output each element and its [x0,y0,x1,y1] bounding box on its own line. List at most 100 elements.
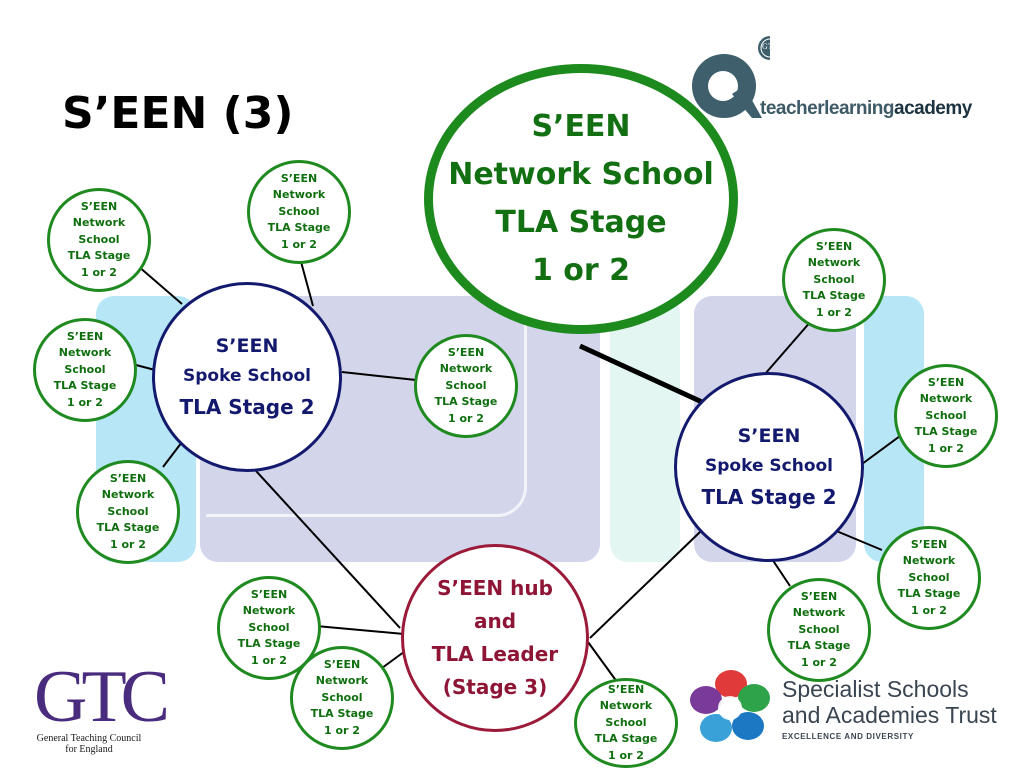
node-line: TLA Stage 2 [701,485,837,509]
node-line: School [908,570,950,584]
node-line: TLA Stage [267,221,331,235]
node-line: S’EEN [215,335,279,357]
node-line: 1 or 2 [110,537,146,551]
spoke-school-left-node: S’EEN Spoke School TLA Stage 2 [152,282,342,472]
node-line: S’EEN [250,587,288,601]
node-line: Network [272,188,326,202]
flower-icon [690,670,770,742]
ssat-logo-tagline: EXCELLENCE AND DIVERSITY [782,732,914,741]
node-line: 1 or 2 [251,653,287,667]
node-line: Spoke School [183,366,311,386]
node-line: TLA Stage [802,289,866,303]
tla-logo-word-1: teacherlearning [760,98,895,119]
connector-line [299,257,314,307]
gtc-subtitle-line: for England [65,744,113,755]
background-panel-left-inner [206,300,527,517]
connector-line [315,625,405,635]
node-line: S’EEN [927,375,965,389]
node-line: and [473,609,517,633]
node-line: S’EEN [607,682,645,696]
node-line: 1 or 2 [928,441,964,455]
tla-gtc-badge: GTC [762,42,778,51]
node-line: S’EEN [815,239,853,253]
connector-line-thick [578,343,704,405]
node-line: Network [902,554,956,568]
node-line: Network [807,256,861,270]
network-school-node: S’EEN Network School TLA Stage 1 or 2 [767,578,871,682]
node-line: 1 or 2 [67,395,103,409]
network-school-node: S’EEN Network School TLA Stage 1 or 2 [33,318,137,422]
node-line: TLA Stage [310,707,374,721]
node-line: S’EEN [80,199,118,213]
node-line: Network [919,392,973,406]
node-line: TLA Stage [67,249,131,263]
node-line: 1 or 2 [324,723,360,737]
node-line: TLA Stage [237,637,301,651]
node-line: 1 or 2 [911,603,947,617]
node-line: School [925,408,967,422]
spoke-school-right-node: S’EEN Spoke School TLA Stage 2 [674,372,864,562]
node-line: School [321,690,363,704]
node-line: 1 or 2 [81,265,117,279]
connector-line [833,529,883,551]
node-line: TLA Stage [96,521,160,535]
network-school-node: S’EEN Network School TLA Stage 1 or 2 [877,526,981,630]
ssat-logo-name: Specialist Schools and Academies Trust [782,676,997,728]
node-line: TLA Leader [431,642,559,666]
node-line: School [107,504,149,518]
node-line: School [278,204,320,218]
ssat-name-line: and Academies Trust [782,702,997,728]
node-line: TLA Stage [914,425,978,439]
node-line: 1 or 2 [448,411,484,425]
node-line: School [78,232,120,246]
central-network-school-node: S’EEN Network School TLA Stage 1 or 2 [424,64,738,334]
node-line: School [445,378,487,392]
node-line: 1 or 2 [816,305,852,319]
node-line: 1 or 2 [801,655,837,669]
slide-title: S’EEN (3) [62,88,294,139]
node-line: Network School [448,157,714,192]
node-line: S’EEN [109,471,147,485]
node-line: S’EEN hub [437,576,553,600]
ssat-name-line: Specialist Schools [782,676,969,702]
node-line: TLA Stage [594,732,658,746]
node-line: School [248,620,290,634]
node-line: Network [58,346,112,360]
node-line: S’EEN [910,537,948,551]
gtc-logo: GTC [34,656,170,738]
node-line: TLA Stage [434,395,498,409]
connector-line [341,371,417,381]
connector-line [135,364,156,371]
node-line: Network [599,699,653,713]
node-line: 1 or 2 [281,237,317,251]
connector-line [245,459,401,629]
connector-line [162,441,183,468]
background-panel-mint [610,296,680,562]
node-line: TLA Stage [495,205,667,240]
node-line: School [813,272,855,286]
node-line: School [798,622,840,636]
network-school-node: S’EEN Network School TLA Stage 1 or 2 [574,678,678,768]
network-school-node: S’EEN Network School TLA Stage 1 or 2 [414,334,518,438]
tla-logo-word-2: academy [894,98,972,119]
node-line: S’EEN [800,589,838,603]
node-line: Spoke School [705,456,833,476]
gtc-subtitle-line: General Teaching Council [36,733,142,744]
node-line: TLA Stage 2 [179,395,315,419]
node-line: Network [315,674,369,688]
connector-line [861,435,901,465]
gtc-logo-subtitle: General Teaching Council for England [34,733,144,755]
node-line: Network [792,606,846,620]
network-school-node: S’EEN Network School TLA Stage 1 or 2 [76,460,180,564]
node-line: S’EEN [66,329,104,343]
node-line: S’EEN [280,171,318,185]
hub-node: S’EEN hub and TLA Leader (Stage 3) [401,544,589,732]
network-school-node: S’EEN Network School TLA Stage 1 or 2 [47,188,151,292]
node-line: Network [72,216,126,230]
node-line: School [64,362,106,376]
tla-q-icon [692,36,770,118]
node-line: School [605,715,647,729]
node-line: Network [439,362,493,376]
network-school-node: S’EEN Network School TLA Stage 1 or 2 [290,646,394,750]
